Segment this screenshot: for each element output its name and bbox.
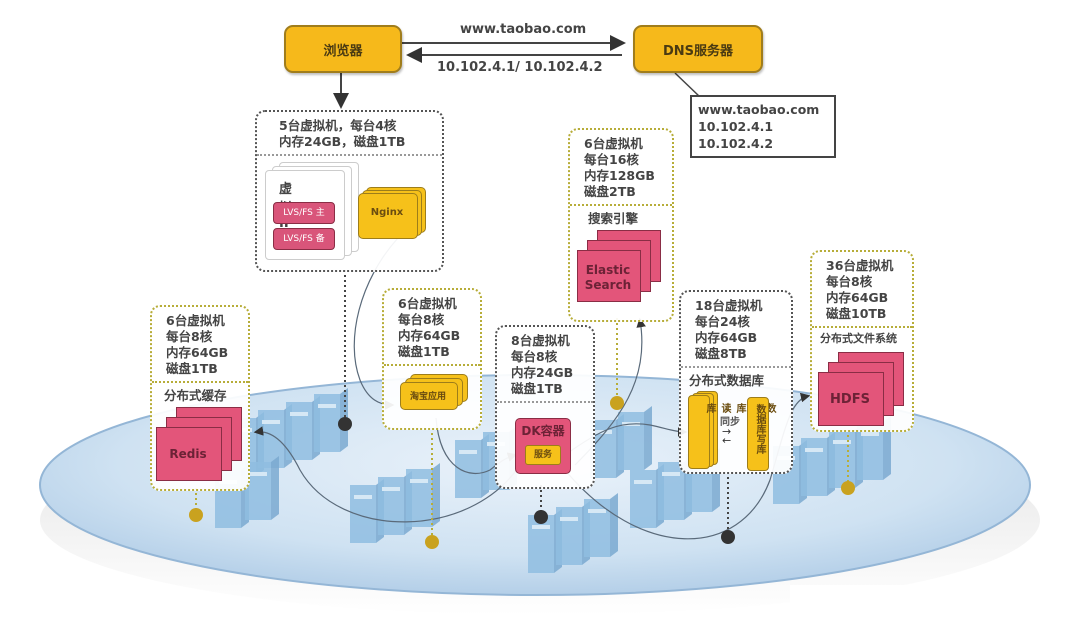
search-spec-line: 6台虚拟机 <box>584 136 643 151</box>
fs-spec: 36台虚拟机 每台8核 内存64GB 磁盘10TB <box>812 252 912 326</box>
app-spec-line: 磁盘1TB <box>398 344 450 359</box>
fs-spec-line: 内存64GB <box>826 290 889 305</box>
db-spec-line: 内存64GB <box>695 330 758 345</box>
server-icon <box>618 406 652 470</box>
dns-record-ip2: 10.102.4.2 <box>698 136 774 151</box>
lvs-backup: LVS/FS 备 <box>273 228 335 250</box>
search-title: 搜索引擎 <box>588 211 639 226</box>
cache-spec: 6台虚拟机 每台8核 内存64GB 磁盘1TB <box>152 307 248 381</box>
cache-spec-line: 磁盘1TB <box>166 361 218 376</box>
browser-node: 浏览器 <box>284 25 402 73</box>
fs-spec-line: 36台虚拟机 <box>826 258 894 273</box>
container-spec-line: 磁盘1TB <box>511 381 563 396</box>
lvs-primary: LVS/FS 主 <box>273 202 335 224</box>
sync-arrows-icon: →← <box>722 425 732 447</box>
app-spec-line: 内存64GB <box>398 328 461 343</box>
search-spec-line: 每台16核 <box>584 152 639 167</box>
search-divider <box>570 204 672 206</box>
app-divider <box>384 364 480 366</box>
nginx-label: Nginx <box>370 207 404 218</box>
lb-spec: 5台虚拟机，每台4核 内存24GB，磁盘1TB <box>257 112 442 154</box>
db-cluster-panel: 18台虚拟机 每台24核 内存64GB 磁盘8TB 分布式数据库 <box>679 290 793 474</box>
server-icon <box>314 388 348 452</box>
container-divider <box>497 401 593 403</box>
service-box: 服务 <box>525 445 561 465</box>
db-write-label: 数据库写库 <box>754 404 765 454</box>
platform-cutout <box>790 585 1088 638</box>
redis-label: Redis <box>169 447 207 461</box>
container-spec-line: 8台虚拟机 <box>511 333 570 348</box>
elasticsearch-label: Elastic Search <box>584 263 632 292</box>
db-dot <box>721 530 735 544</box>
db-sync-label: 同步 <box>720 417 740 428</box>
db-divider <box>681 366 791 368</box>
app-dot <box>425 535 439 549</box>
app-spec: 6台虚拟机 每台8核 内存64GB 磁盘1TB <box>384 290 480 364</box>
container-dot <box>534 510 548 524</box>
docker-container-label: DK容器 <box>521 424 565 438</box>
dns-record-domain: www.taobao.com <box>698 102 820 117</box>
dns-server-node: DNS服务器 <box>633 25 763 73</box>
fs-spec-line: 每台8核 <box>826 274 873 289</box>
cache-dot <box>189 508 203 522</box>
dns-record-ip1: 10.102.4.1 <box>698 119 774 134</box>
fs-dot <box>841 481 855 495</box>
fs-title: 分布式文件系统 <box>820 332 897 345</box>
search-spec-line: 磁盘2TB <box>584 184 636 199</box>
service-label: 服务 <box>533 450 552 460</box>
browser-label: 浏览器 <box>323 43 363 59</box>
search-dot <box>610 396 624 410</box>
lb-dot <box>338 417 352 431</box>
hdfs-label: HDFS <box>830 392 870 407</box>
fs-divider <box>812 326 912 328</box>
db-spec-line: 磁盘8TB <box>695 346 747 361</box>
fs-spec-line: 磁盘10TB <box>826 306 887 321</box>
container-spec-line: 内存24GB <box>511 365 574 380</box>
server-icon <box>584 493 618 557</box>
server-icon <box>406 463 440 527</box>
app-spec-line: 每台8核 <box>398 312 445 327</box>
request-label: www.taobao.com <box>460 22 587 37</box>
cache-spec-line: 内存64GB <box>166 345 229 360</box>
docker-container: DK容器 服务 <box>515 418 571 474</box>
response-label: 10.102.4.1/ 10.102.4.2 <box>437 60 603 75</box>
dns-record-connector <box>674 72 701 98</box>
cache-title: 分布式缓存 <box>164 388 227 403</box>
db-spec-line: 18台虚拟机 <box>695 298 763 313</box>
search-spec-line: 内存128GB <box>584 168 655 183</box>
db-spec: 18台虚拟机 每台24核 内存64GB 磁盘8TB <box>681 292 791 366</box>
taobao-app-label: 淘宝应用 <box>409 392 446 402</box>
db-spec-line: 每台24核 <box>695 314 750 329</box>
db-write-box: 数据库写库 <box>747 397 769 471</box>
container-spec-line: 每台8核 <box>511 349 558 364</box>
container-spec: 8台虚拟机 每台8核 内存24GB 磁盘1TB <box>497 327 593 401</box>
lb-spec-line: 内存24GB，磁盘1TB <box>279 134 406 149</box>
cache-spec-line: 每台8核 <box>166 329 213 344</box>
flow-container-to-redis <box>253 426 521 523</box>
lb-spec-line: 5台虚拟机，每台4核 <box>279 118 397 133</box>
db-title: 分布式数据库 <box>689 373 765 388</box>
lb-divider <box>257 154 442 156</box>
cache-spec-line: 6台虚拟机 <box>166 313 225 328</box>
dns-label: DNS服务器 <box>662 43 734 59</box>
cache-divider <box>152 381 248 383</box>
dns-record-box: www.taobao.com 10.102.4.1 10.102.4.2 <box>690 95 836 158</box>
app-spec-line: 6台虚拟机 <box>398 296 457 311</box>
search-spec: 6台虚拟机 每台16核 内存128GB 磁盘2TB <box>570 130 672 204</box>
server-icon <box>245 456 279 520</box>
